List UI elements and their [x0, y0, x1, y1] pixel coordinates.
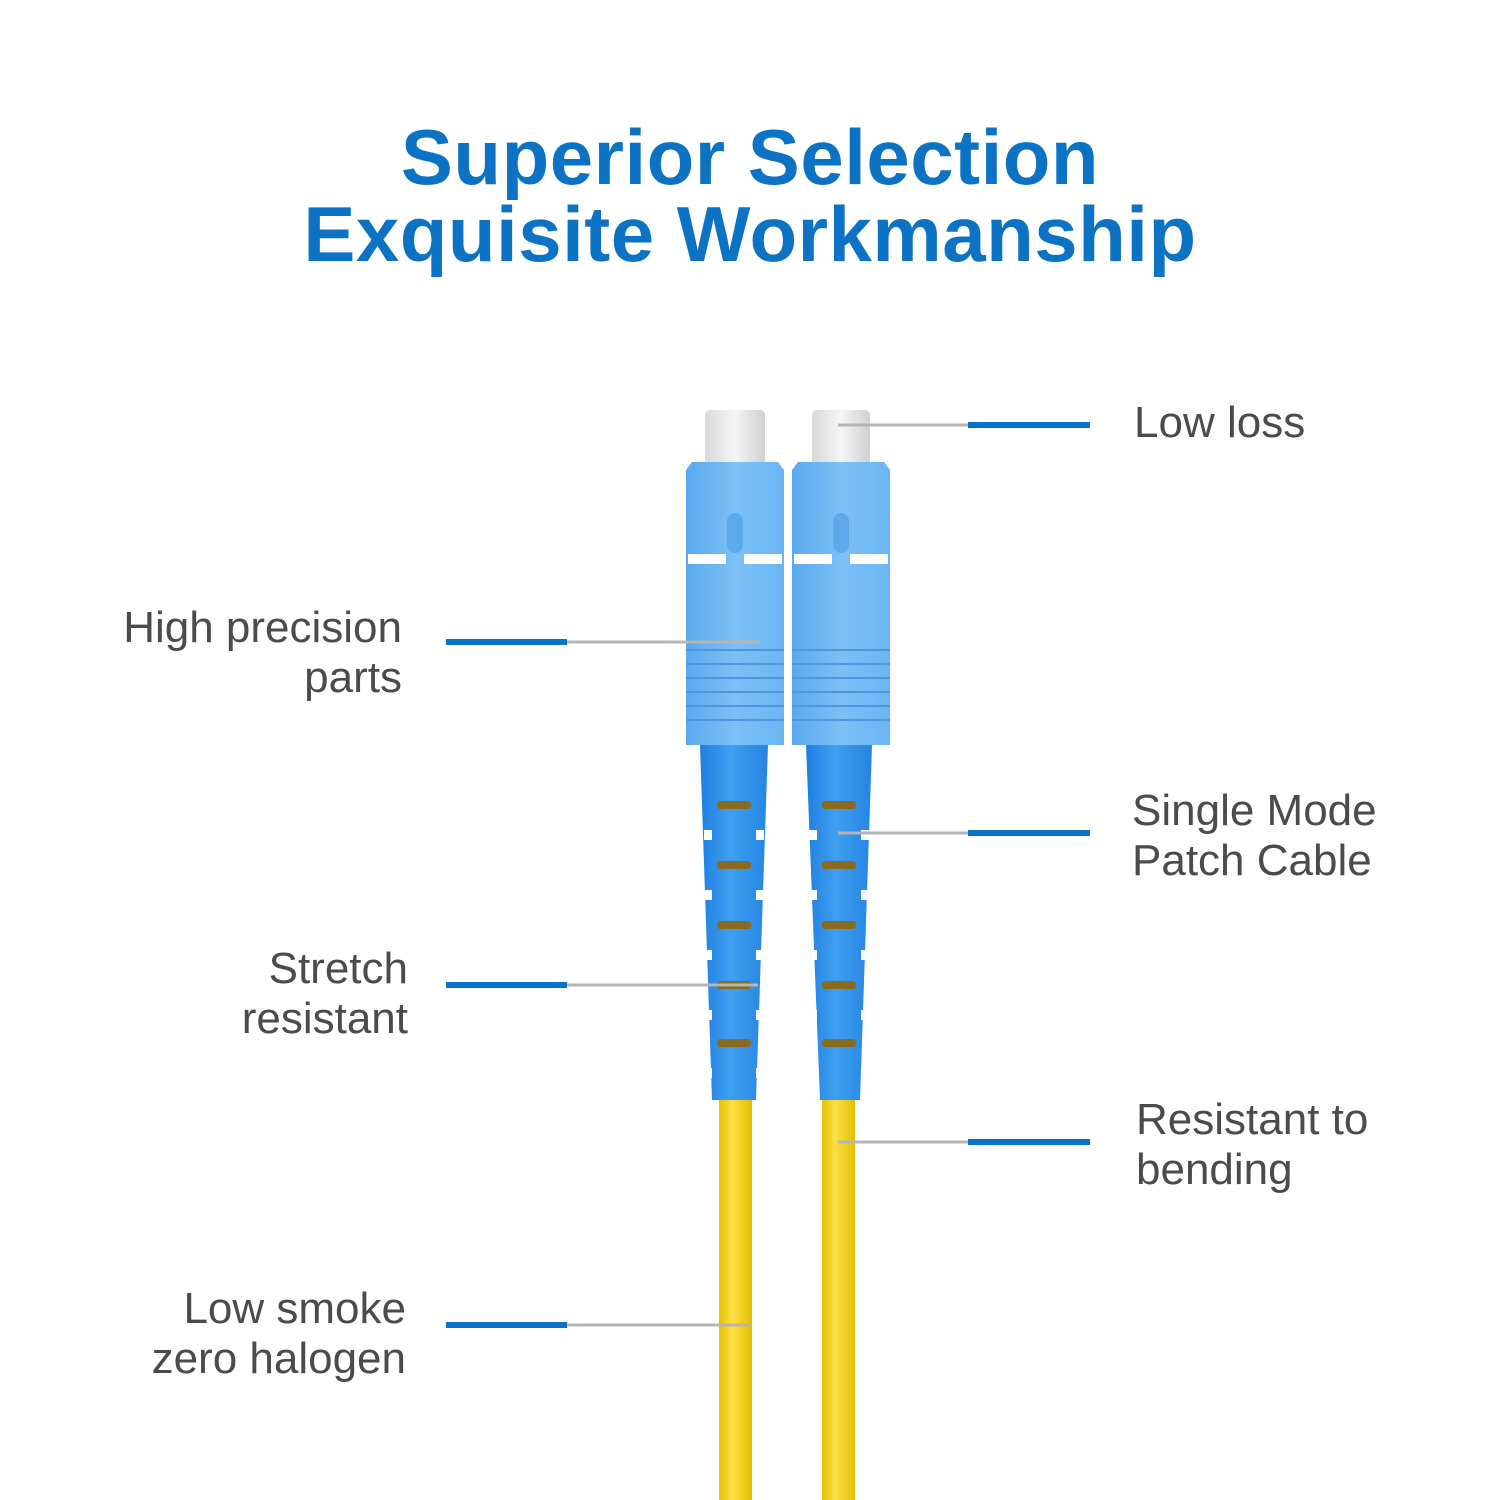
cable-right — [822, 1095, 855, 1500]
boot-notch — [756, 890, 764, 900]
connector-left — [686, 410, 784, 1500]
boot-notch — [704, 1010, 712, 1020]
title-line-1: Superior Selection — [400, 113, 1100, 201]
boot-slot — [822, 801, 856, 809]
boot-notch — [809, 830, 817, 840]
boot-notch — [756, 1010, 764, 1020]
title-line-2: Exquisite Workmanship — [303, 190, 1197, 278]
boot-slot — [717, 921, 751, 929]
accent-lines — [446, 422, 1090, 1328]
label-stretch-resistant: Stretch resistant — [242, 944, 408, 1044]
boot-notch — [809, 890, 817, 900]
label-line: Single Mode — [1132, 786, 1377, 835]
label-low-loss: Low loss — [1134, 398, 1306, 447]
boot-notch — [861, 950, 869, 960]
label-resistant-bending: Resistant to bending — [1136, 1095, 1368, 1195]
boot-notch — [756, 950, 764, 960]
label-high-precision: High precision parts — [123, 603, 402, 703]
label-line: High precision — [123, 603, 402, 652]
label-line: Resistant to — [1136, 1095, 1369, 1144]
label-line: bending — [1136, 1145, 1293, 1194]
connector-body-left — [686, 462, 784, 745]
boot-notch — [861, 890, 869, 900]
ferrule-cap-right — [812, 410, 870, 466]
boot-notch — [756, 1068, 764, 1078]
boot-notch — [809, 950, 817, 960]
boot-slot — [717, 861, 751, 869]
boot-slot — [717, 1039, 751, 1047]
connector-right — [792, 410, 890, 1500]
boot-slot — [822, 1039, 856, 1047]
label-line: Stretch — [268, 944, 408, 993]
leader-lines — [567, 423, 968, 1327]
boot-slot — [822, 921, 856, 929]
label-line: resistant — [241, 994, 408, 1043]
boot-slot — [822, 981, 856, 989]
label-line: Patch Cable — [1132, 836, 1372, 885]
boot-slot — [822, 861, 856, 869]
cable-left — [719, 1095, 752, 1500]
label-line: zero halogen — [151, 1334, 406, 1383]
label-single-mode: Single Mode Patch Cable — [1132, 786, 1377, 886]
ferrule-cap-left — [705, 410, 765, 466]
boot-notch — [704, 830, 712, 840]
boot-notch — [756, 830, 764, 840]
label-line: parts — [304, 653, 402, 702]
label-line: Low smoke — [183, 1284, 406, 1333]
boot-notch — [704, 950, 712, 960]
boot-notch — [809, 1068, 817, 1078]
boot-notch — [704, 890, 712, 900]
boot-notch — [861, 1068, 869, 1078]
boot-notch — [809, 1010, 817, 1020]
boot-notch — [704, 1068, 712, 1078]
boot-notch — [861, 830, 869, 840]
boot-slot — [717, 801, 751, 809]
connector-body-right — [792, 462, 890, 745]
label-low-smoke: Low smoke zero halogen — [152, 1284, 406, 1384]
boot-notch — [861, 1010, 869, 1020]
